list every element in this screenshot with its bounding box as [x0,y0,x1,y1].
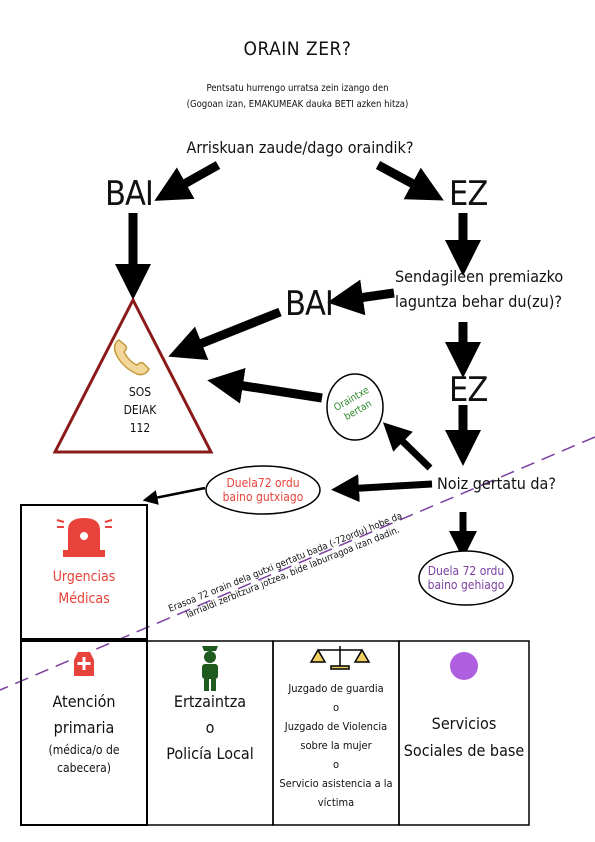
more72-ellipse [418,550,514,606]
bai-label-1: BAI [105,174,154,214]
arrow-bai2-sos [168,307,282,361]
ez-label-1: EZ [449,174,488,214]
sos-line3: 112 [129,421,151,435]
servicios-text: Servicios Sociales de base [399,710,529,764]
atencion-line3: (médica/o de [48,743,120,757]
urgencias-line2: Médicas [58,591,110,607]
ez-label-2: EZ [449,370,488,410]
less72-ellipse [205,465,321,515]
juzgado-line7: víctima [317,796,355,809]
subtitle-line2: (Gogoan izan, EMAKUMEAK dauka BETI azken… [186,99,409,110]
purple-circle-icon [450,652,478,680]
juzgado-line1: Juzgado de guardia [288,682,384,695]
question-when: Noiz gertatu da? [437,474,557,493]
bai-label-2: BAI [285,284,334,324]
ertzaintza-line1: Ertzaintza [173,692,247,711]
more72-line2: baino gehiago [427,578,505,592]
more-72-text: Duela 72 ordu baino gehiago [419,564,513,592]
question2-line1: Sendagileen premiazko [395,267,564,286]
orain-bertan-ellipse [326,373,384,441]
arrow-q1-bai [154,161,221,201]
juzgado-line6: Servicio asistencia a la [279,777,393,790]
more72-line1: Duela 72 ordu [427,564,505,578]
diagonal-note-line2: larrialdi zerbitzura jotzea, bide laburr… [184,525,401,621]
juzgado-line5: o [332,758,340,771]
diagonal-note: Erasoa 72 orain dela gutxi gertatu bada … [167,511,404,621]
atencion-line4: cabecera) [57,761,111,775]
juzgado-line2: o [332,701,340,714]
sos-text: SOS DEIAK 112 [90,383,190,437]
juzgado-line3: Juzgado de Violencia [284,720,388,733]
ertzaintza-line3: Policía Local [166,744,254,763]
subtitle-line1: Pentsatu hurrengo urratsa zein izango de… [206,83,389,94]
atencion-line2: primaria [53,718,115,737]
arrow-q3-less72 [331,474,433,503]
arrow-q1-ez [375,161,444,201]
less72-line2: baino gutxiago [222,490,304,504]
urgencias-box [20,504,148,640]
ertzaintza-text: Ertzaintza o Policía Local [147,689,273,767]
servicios-box [398,640,530,826]
arrow-q2-bai [327,279,395,316]
arrow-orain-sos [207,367,323,404]
question-medical-help: Sendagileen premiazko laguntza behar du(… [395,264,580,314]
urgencias-text: Urgencias Médicas [21,566,147,610]
sos-line2: DEIAK [123,403,157,417]
phone-icon [113,339,150,376]
urgencias-line1: Urgencias [52,569,116,585]
less72-line1: Duela72 ordu [226,476,300,490]
servicios-line2: Sociales de base [403,741,525,760]
diagonal-note-line1: Erasoa 72 orain dela gutxi gertatu bada … [167,511,404,615]
sos-line1: SOS [128,385,152,399]
juzgado-text: Juzgado de guardia o Juzgado de Violenci… [273,679,399,812]
arrow-q3-orain [382,422,433,471]
siren-icon [56,518,113,557]
page-title: ORAIN ZER? [243,38,352,60]
arrow-less72-urgencias [142,486,206,505]
atencion-line1: Atención [52,692,116,711]
less-72-text: Duela72 ordu baino gutxiago [206,476,320,504]
ertzaintza-line2: o [205,718,215,737]
scales-icon [309,646,371,670]
question-danger: Arriskuan zaude/dago oraindik? [186,138,414,157]
sos-triangle [52,296,214,454]
purple-dashed-diagonal [0,436,595,691]
atencion-text: Atención primaria (médica/o de cabecera) [21,689,147,777]
medical-icon [74,652,94,676]
servicios-line1: Servicios [431,714,497,733]
police-icon [202,646,218,691]
question2-line2: laguntza behar du(zu)? [395,292,563,311]
juzgado-line4: sobre la mujer [300,739,372,752]
